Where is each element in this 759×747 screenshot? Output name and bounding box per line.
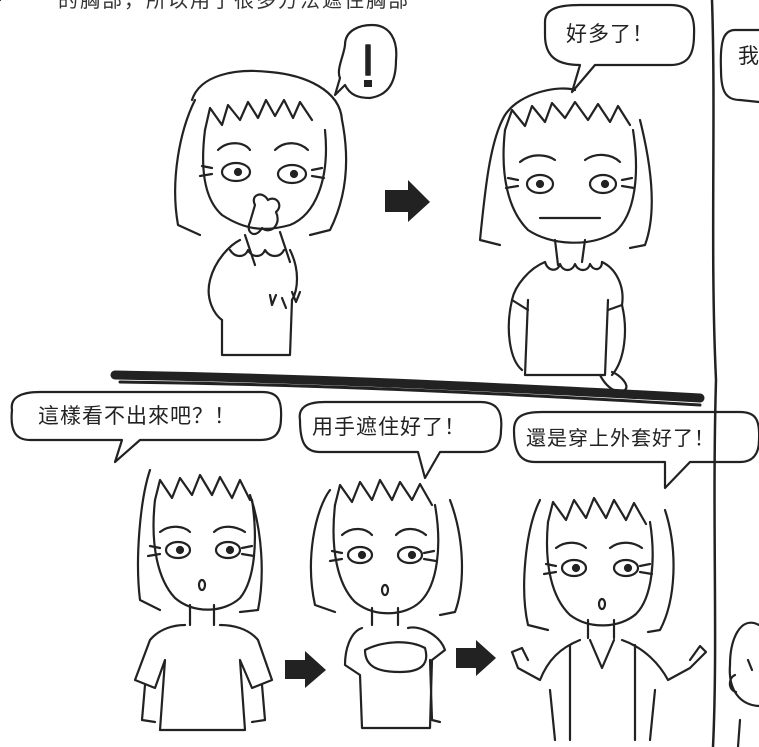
arrow-right-icon [385, 180, 430, 222]
speech-bubble-3 [512, 410, 759, 490]
speech-text-partial: 我 [738, 44, 759, 68]
arrow-right-icon [285, 651, 326, 688]
speech-text-top: 好多了！ [566, 22, 654, 46]
arrow-right-icon [456, 640, 496, 676]
exclamation-icon [365, 44, 371, 76]
girl-hand-cover [309, 478, 464, 730]
vertical-panel-border [710, 0, 718, 747]
girl-tshirt [133, 468, 274, 732]
exclamation-bubble [333, 23, 398, 100]
partial-character [728, 621, 759, 747]
speech-text-1: 這樣看不出來吧？！ [38, 404, 236, 428]
horizontal-divider [110, 370, 705, 403]
caption-top: 的胸部，所以用了很多方法遮住胸部 [58, 0, 410, 12]
speech-bubble-partial [719, 28, 759, 104]
speech-bubble-top [543, 3, 696, 94]
speech-bubble-2 [298, 400, 503, 480]
girl-jacket [510, 496, 708, 742]
speech-text-3: 還是穿上外套好了！ [526, 426, 715, 450]
speech-text-2: 用手遮住好了！ [312, 415, 466, 439]
girl-surprised [174, 69, 348, 357]
girl-relieved [478, 87, 653, 393]
speech-bubble-1 [10, 390, 283, 464]
